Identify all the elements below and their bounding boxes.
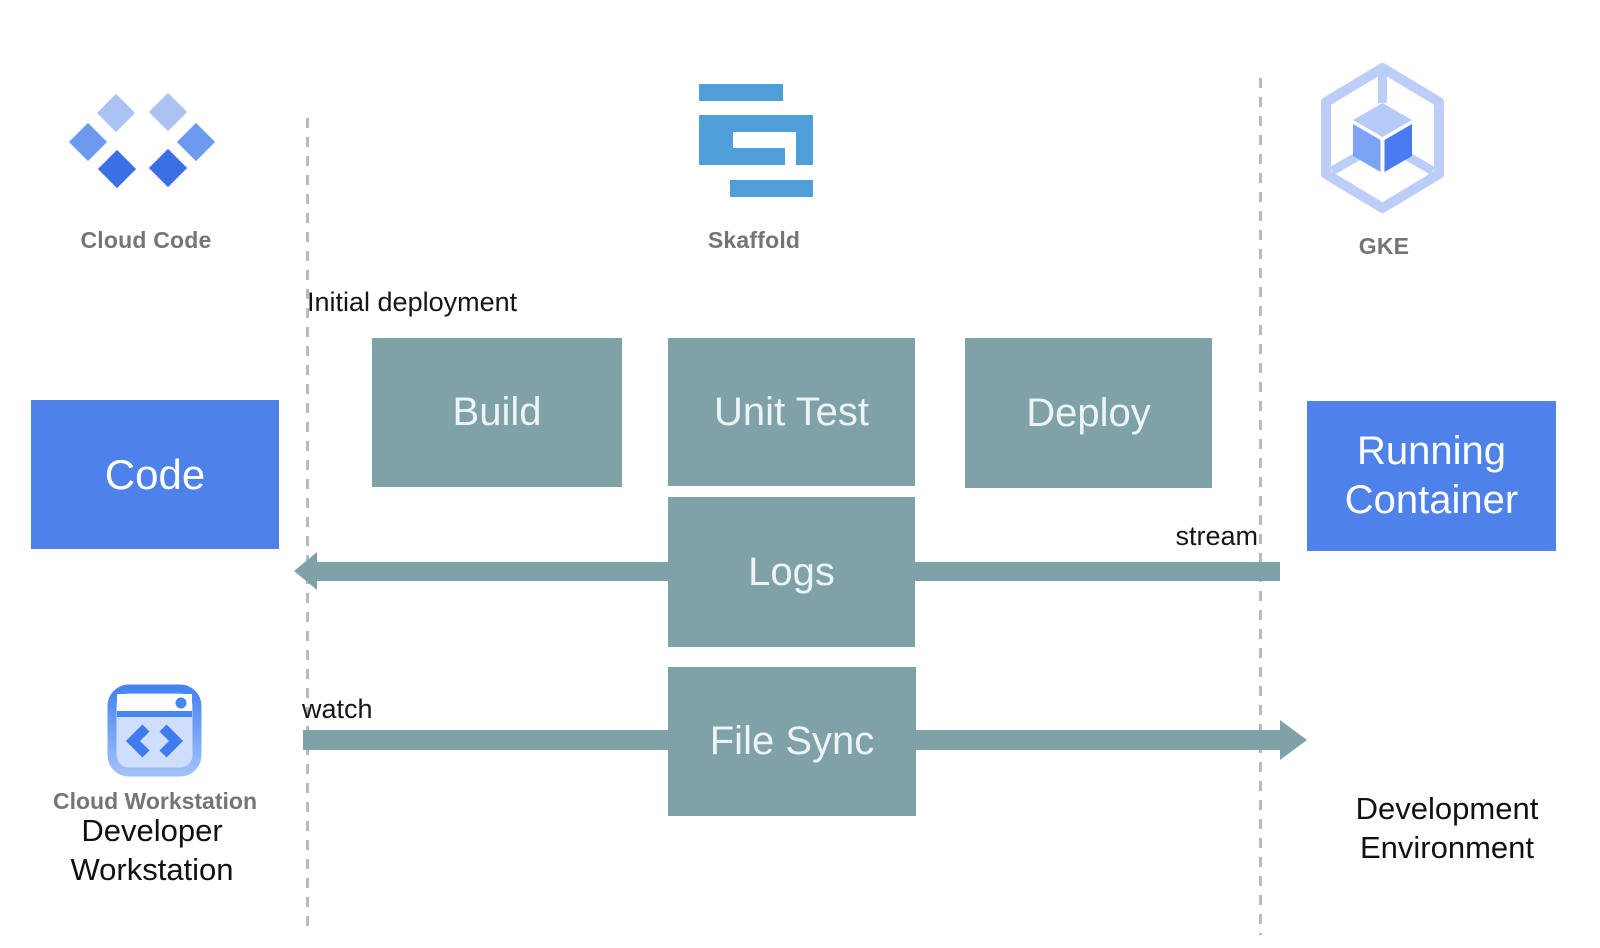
watch-label: watch	[302, 694, 373, 724]
build-box: Build	[372, 338, 622, 487]
build-box-label: Build	[452, 390, 542, 434]
lane-divider-right	[1259, 78, 1262, 935]
file-sync-box-label: File Sync	[709, 719, 875, 763]
cloud-code-diamonds-icon	[68, 92, 216, 189]
file-sync-arrowhead-icon	[1280, 720, 1307, 760]
file-sync-box: File Sync	[668, 667, 916, 816]
cloud-workstation-window-icon	[107, 684, 202, 777]
cloud-workstation-caption: Cloud Workstation	[52, 788, 257, 814]
running-container-box: Running Container	[1307, 401, 1556, 551]
logs-box-label: Logs	[748, 549, 835, 594]
logs-box: Logs	[668, 497, 915, 647]
deploy-box-label: Deploy	[1026, 390, 1151, 435]
deploy-box: Deploy	[965, 338, 1212, 488]
gke-hexagon-cube-icon	[1321, 63, 1444, 213]
developer-workstation-title: Developer Workstation	[70, 813, 234, 887]
lane-label-skaffold: Skaffold	[707, 227, 801, 253]
skaffold-s-icon	[699, 84, 813, 197]
code-box: Code	[31, 400, 279, 549]
unit-test-box: Unit Test	[668, 338, 915, 486]
development-environment-title: Development Environment	[1355, 791, 1539, 865]
code-box-label: Code	[104, 450, 206, 498]
running-container-box-label: Running Container	[1344, 429, 1519, 522]
stream-label: stream	[1175, 521, 1258, 551]
lane-label-cloud-code: Cloud Code	[80, 227, 212, 253]
logs-stream-arrowhead-icon	[294, 552, 317, 590]
lane-label-gke: GKE	[1358, 233, 1410, 259]
unit-test-box-label: Unit Test	[714, 389, 869, 434]
initial-deployment-label: Initial deployment	[307, 287, 518, 317]
lane-divider-left	[306, 118, 309, 935]
